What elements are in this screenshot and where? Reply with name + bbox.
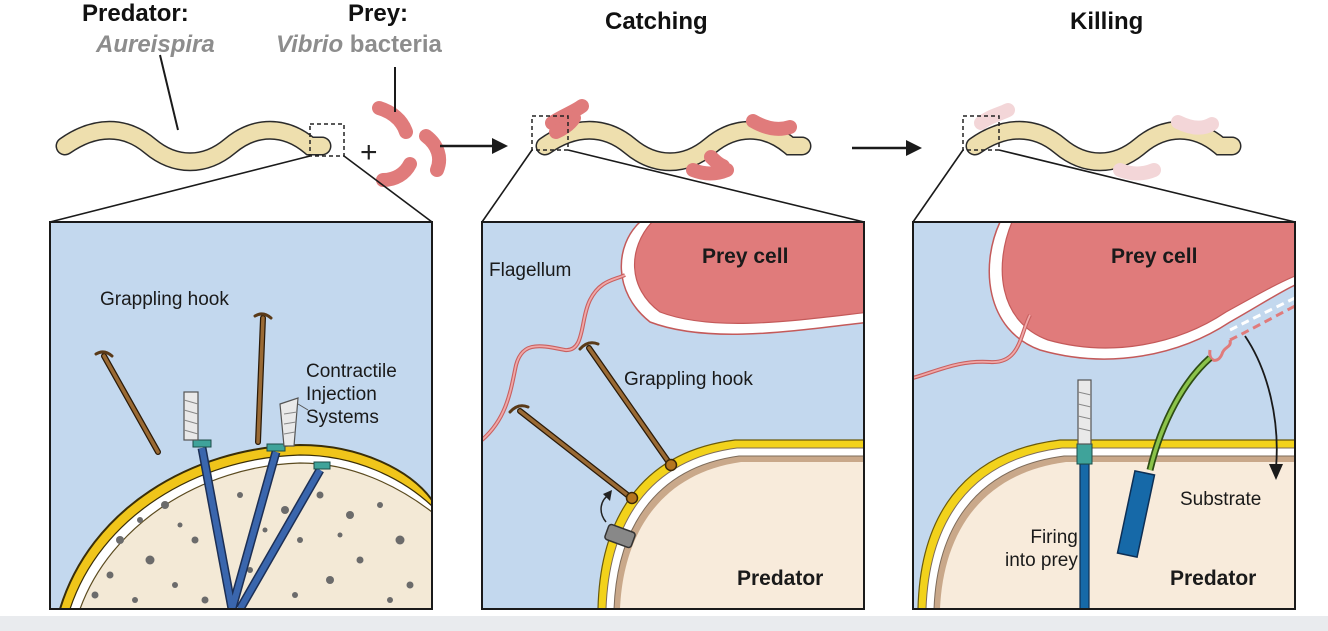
firing-baseplate [1076,443,1093,465]
zoom-projection-lines [49,149,1296,223]
injection-system-tubes-fill [199,447,323,609]
cytoplasm-speckles [91,491,414,604]
label-substrate: Substrate [1180,489,1262,510]
predator-cell-3-cytoplasm [940,462,1295,609]
prey-cell-3-inner [1001,222,1295,349]
label-grappling-hook-2: Grappling hook [624,369,753,390]
prey-name: Vibrio bacteria [276,33,442,57]
arrow-right-2 [852,140,922,156]
label-cis: Contractile Injection Systems [306,360,397,429]
panel2-hook-heads [508,341,600,414]
panel-3-frame [912,221,1296,610]
zoom-box-3 [962,115,1000,151]
title-killing: Killing [1070,8,1144,35]
bottom-bar [0,616,1328,631]
panel2-hook-shafts-fill [518,346,672,499]
contracted-sheath [1116,469,1156,559]
prey-cell-2-inner [633,222,864,324]
cis-spikes [183,391,309,447]
label-prey-cell-3: Prey cell [1111,245,1198,268]
panel-2-detail [482,222,864,609]
firing-spike [1077,379,1092,445]
panel2-hook-bases [625,458,678,505]
cis-line-3: Systems [306,407,379,428]
label-predator-2: Predator [737,567,824,590]
substrate-arrow [1244,335,1278,469]
label-grappling-hook-1: Grappling hook [100,289,229,310]
predator-name-text: Aureispira [96,31,215,58]
prey-name-rest: bacteria [343,31,442,58]
zoom-box-1 [309,123,345,157]
predator-pointer-line [159,54,179,131]
cis-line-1: Contractile [306,361,397,382]
panel-2-frame [481,221,865,610]
panel-1-frame [49,221,433,610]
firing-tube [1079,463,1090,609]
panel-1-detail [50,222,432,609]
prey-bacteria-group [372,101,447,187]
panel-3-detail [913,222,1295,609]
predator-filament-3 [965,120,1242,172]
label-flagellum: Flagellum [489,260,572,281]
predator-label: Predator: [82,0,189,27]
predator-filament-2 [535,120,812,172]
grappling-hook-shafts-fill [102,316,265,454]
prey-label: Prey: [348,0,409,27]
hook-machinery [604,523,636,549]
firing-line-2: into prey [1005,550,1078,571]
baseplates [192,439,331,470]
firing-line-1: Firing [1030,527,1078,548]
arrow-right-1 [440,138,508,154]
label-predator-3: Predator [1170,567,1257,590]
cis-line-2: Injection [306,384,377,405]
label-prey-cell-2: Prey cell [702,245,789,268]
membrane-pore [1208,339,1232,362]
title-catching: Catching [605,8,708,35]
plus-sign: + [360,136,378,169]
predator-filament-1 [55,120,332,172]
grappling-hook-heads [94,312,273,358]
predator-name: Aureispira [96,33,215,57]
prey-name-italic: Vibrio [276,31,344,58]
label-firing: Firing into prey [1005,526,1078,572]
predator-cell-2-cytoplasm [620,462,864,609]
disrupted-membrane [1229,304,1295,342]
zoom-box-2 [531,115,569,151]
prey-bacteria-attached [545,99,797,181]
